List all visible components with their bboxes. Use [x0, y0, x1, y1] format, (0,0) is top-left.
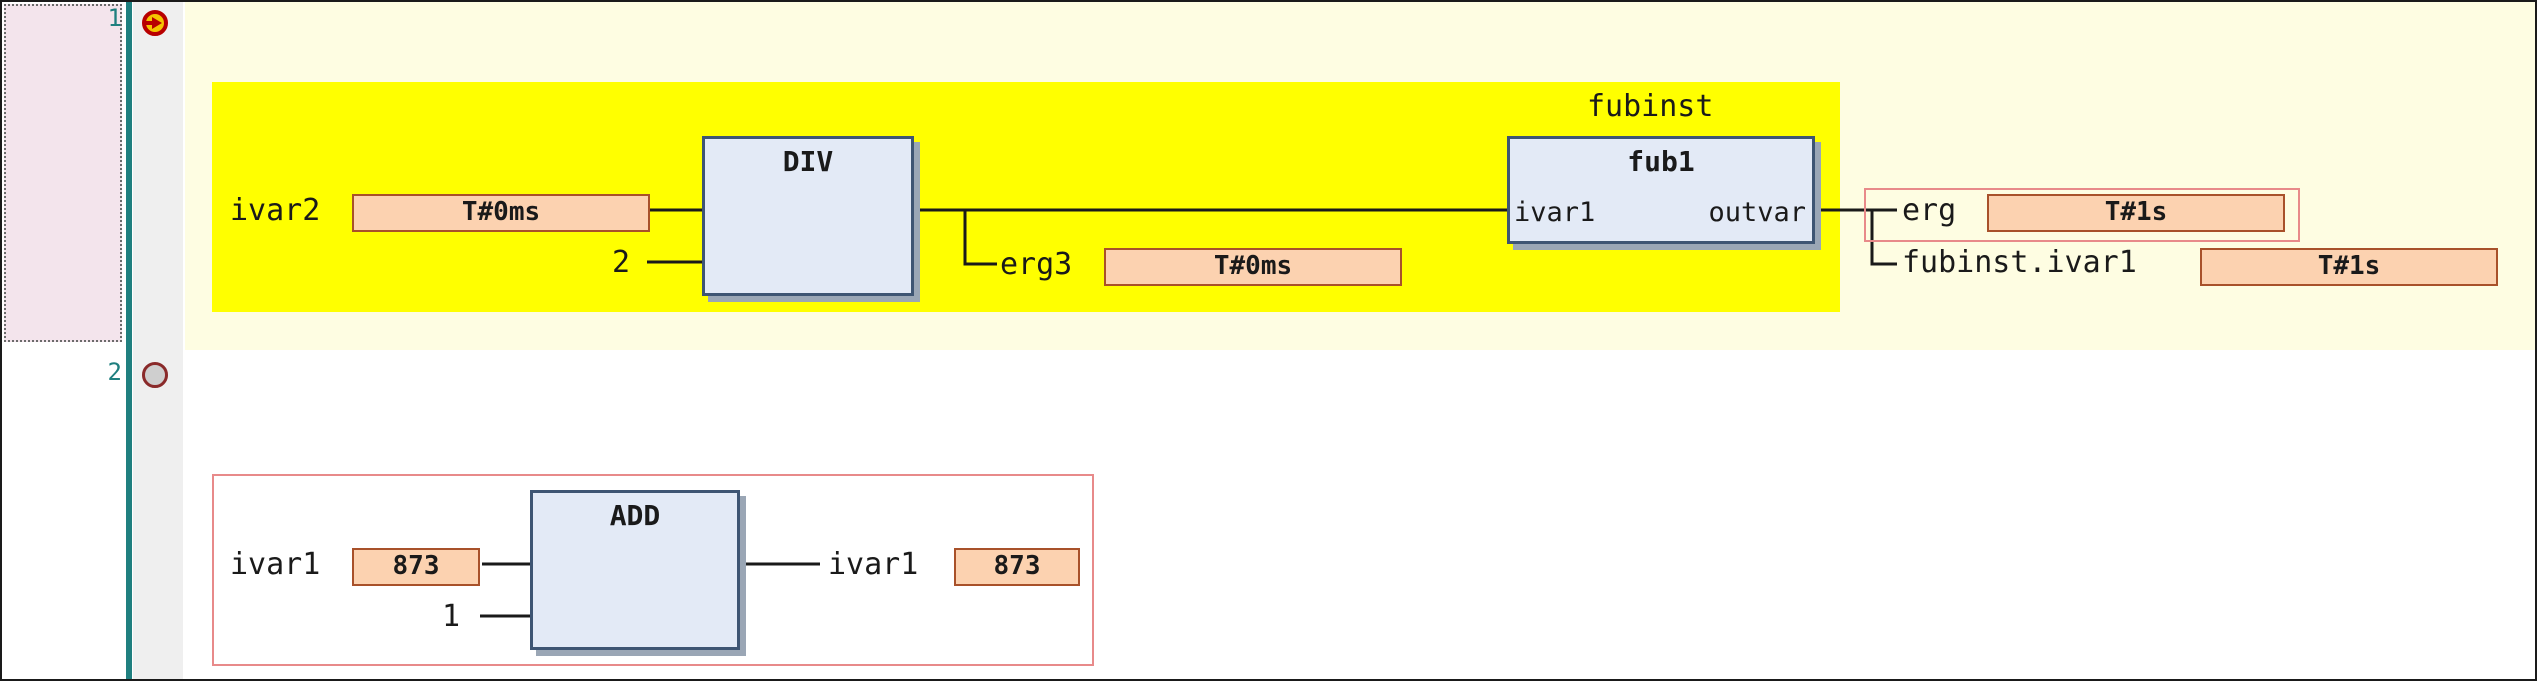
output-erg-highlight [1864, 188, 2300, 242]
add-block[interactable]: ADD [530, 490, 740, 650]
output-variable-erg[interactable]: erg [1902, 193, 1957, 228]
fb-output-pin-outvar[interactable]: outvar [1708, 197, 1806, 228]
function-block-fub1[interactable]: fub1 ivar1 outvar [1507, 136, 1815, 244]
execution-arrow-icon[interactable] [142, 10, 168, 36]
value-box-ivar1-input[interactable]: 873 [352, 548, 480, 586]
div-block[interactable]: DIV [702, 136, 914, 296]
value-box-erg3[interactable]: T#0ms [1104, 248, 1402, 286]
value-box-ivar2[interactable]: T#0ms [352, 194, 650, 232]
input-variable-ivar1[interactable]: ivar1 [230, 547, 321, 582]
add-block-title: ADD [609, 499, 661, 532]
value-box-ivar1-output[interactable]: 873 [954, 548, 1080, 586]
output-variable-fubinst-ivar1[interactable]: fubinst.ivar1 [1902, 245, 2137, 280]
network-number-1: 1 [107, 4, 122, 32]
network-number-2: 2 [107, 358, 122, 386]
network-1-selection[interactable] [4, 4, 122, 342]
output-variable-erg3[interactable]: erg3 [1000, 247, 1073, 282]
input-constant-1[interactable]: 1 [442, 599, 461, 634]
fb-block-title: fub1 [1627, 145, 1695, 178]
input-variable-ivar2[interactable]: ivar2 [230, 193, 321, 228]
instance-label: fubinst [1587, 89, 1714, 124]
gutter-divider [126, 2, 132, 679]
input-constant-2[interactable]: 2 [612, 245, 631, 280]
value-box-erg[interactable]: T#1s [1987, 194, 2285, 232]
fb-input-pin-ivar1[interactable]: ivar1 [1514, 197, 1596, 228]
value-box-fubinst-ivar1[interactable]: T#1s [2200, 248, 2498, 286]
network-2[interactable] [212, 474, 1094, 666]
div-block-title: DIV [782, 145, 834, 178]
breakpoint-disabled-icon[interactable] [142, 362, 168, 388]
output-variable-ivar1[interactable]: ivar1 [828, 547, 919, 582]
breakpoint-gutter[interactable] [133, 2, 183, 679]
